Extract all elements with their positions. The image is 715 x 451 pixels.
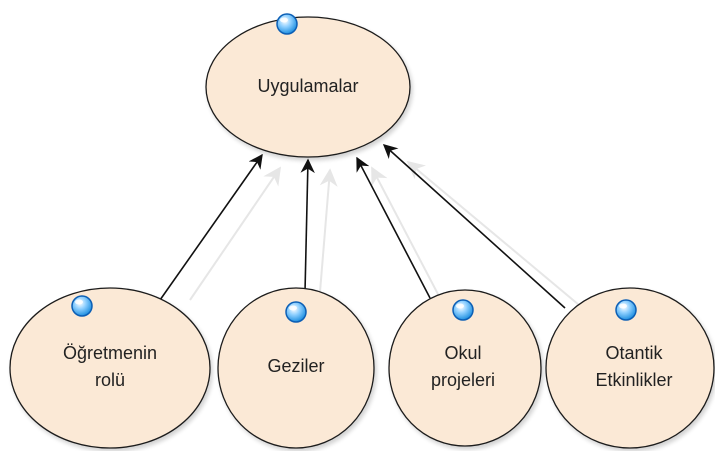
node-uygulamalar-shape: [205, 16, 411, 158]
node-uygulamalar[interactable]: Uygulamalar: [205, 13, 411, 158]
node-okul-projeleri[interactable]: Okul projeleri: [388, 289, 542, 447]
shadow-arrow-okul-projeleri: [371, 166, 441, 299]
status-dot-icon: [276, 13, 298, 35]
node-geziler[interactable]: Geziler: [217, 287, 375, 449]
node-otantik-etkinlikler-label-line1: Otantik: [605, 343, 663, 363]
node-ogretmenin-rolu-label-line1: Öğretmenin: [63, 343, 157, 363]
node-otantik-etkinlikler[interactable]: Otantik Etkinlikler: [545, 287, 715, 449]
shadow-arrows: [189, 160, 586, 311]
arrow-otantik-etkinlikler-to-uygulamalar: [382, 144, 566, 309]
status-dot-icon: [71, 295, 93, 317]
node-ogretmenin-rolu-shape: [9, 287, 211, 449]
arrows: [159, 144, 566, 309]
shadow-arrow-otantik-etkinlikler: [406, 160, 586, 311]
node-okul-projeleri-label-line2: projeleri: [431, 370, 495, 390]
node-okul-projeleri-shape: [388, 289, 542, 447]
shadow-arrow-ogretmenin-rolu: [189, 166, 282, 301]
node-ogretmenin-rolu-label-line2: rolü: [95, 370, 125, 390]
node-otantik-etkinlikler-label-line2: Etkinlikler: [595, 370, 672, 390]
arrow-okul-projeleri-to-uygulamalar: [356, 156, 431, 299]
node-geziler-shape: [217, 287, 375, 449]
status-dot-icon: [452, 299, 474, 321]
arrow-ogretmenin-rolu-to-uygulamalar: [159, 153, 263, 301]
status-dot-icon: [615, 299, 637, 321]
node-geziler-label: Geziler: [267, 356, 324, 376]
node-otantik-etkinlikler-shape: [545, 287, 715, 449]
arrow-geziler-to-uygulamalar: [300, 158, 315, 293]
node-okul-projeleri-label-line1: Okul: [444, 343, 481, 363]
node-uygulamalar-label: Uygulamalar: [257, 76, 358, 96]
shadow-arrow-geziler: [319, 168, 338, 293]
status-dot-icon: [285, 301, 307, 323]
node-ogretmenin-rolu[interactable]: Öğretmenin rolü: [9, 287, 211, 449]
